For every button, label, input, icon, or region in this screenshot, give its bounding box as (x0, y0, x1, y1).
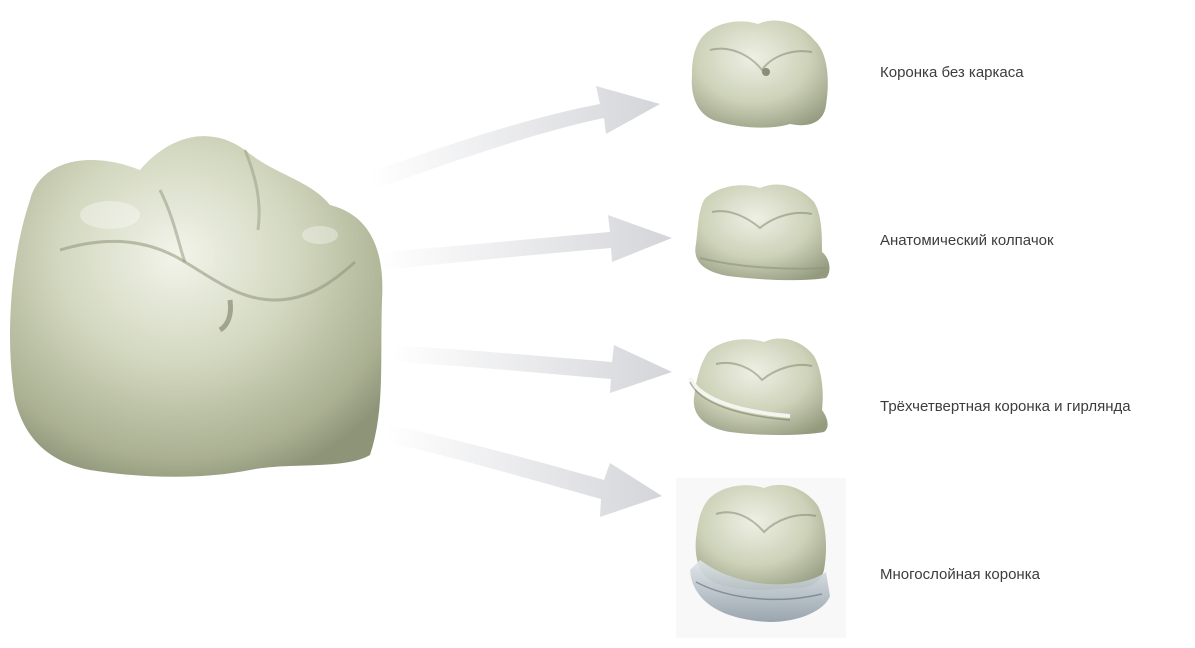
arrow-to-variant-3 (392, 345, 672, 393)
frameless-crown-icon (692, 21, 828, 128)
arrow-to-variant-2 (380, 215, 672, 270)
variant-label-frameless-crown: Коронка без каркаса (880, 64, 1024, 81)
three-quarter-crown-icon (690, 338, 828, 435)
anatomic-coping-icon (695, 184, 829, 280)
variant-label-multilayer-crown: Многослойная коронка (880, 566, 1040, 583)
arrow-to-variant-1 (370, 86, 660, 188)
multilayer-crown-icon (676, 478, 846, 638)
variant-label-anatomic-coping: Анатомический колпачок (880, 232, 1054, 249)
main-tooth-illustration (10, 136, 382, 477)
variant-label-three-quarter-crown: Трёхчетвертная коронка и гирлянда (880, 398, 1131, 415)
arrow-to-variant-4 (386, 425, 662, 517)
